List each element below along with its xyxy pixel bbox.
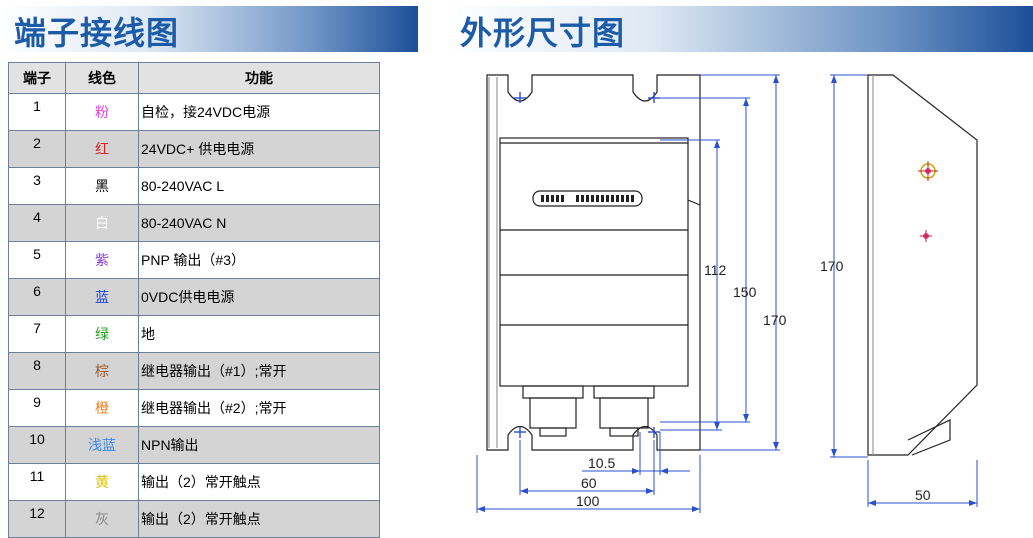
dimension-drawing-title: 外形尺寸图 [460,14,626,52]
header-terminal: 端子 [8,62,66,94]
terminal-number: 3 [8,167,66,205]
terminal-function: 24VDC+ 供电电源 [138,130,380,168]
terminal-number: 10 [8,426,66,464]
wire-color: 黑 [65,167,139,205]
wire-color: 棕 [65,352,139,390]
terminal-function: 0VDC供电电源 [138,278,380,316]
wire-color: 浅蓝 [65,426,139,464]
wire-color: 红 [65,130,139,168]
dimension-drawing-banner: 外形尺寸图 [444,6,1033,52]
terminal-function: 继电器输出（#1）;常开 [138,352,380,390]
terminal-function: 输出（2）常开触点 [138,463,380,501]
dim-label-170-front: 170 [763,312,787,328]
terminal-number: 5 [8,241,66,279]
wire-color: 粉 [65,93,139,131]
wiring-diagram-banner: 端子接线图 [0,6,418,52]
dim-label-10-5: 10.5 [588,455,615,471]
terminal-number: 1 [8,93,66,131]
dimension-arrowheads [477,75,977,512]
terminal-number: 6 [8,278,66,316]
terminal-number: 2 [8,130,66,168]
wire-color: 蓝 [65,278,139,316]
wire-color: 黄 [65,463,139,501]
terminal-function: 80-240VAC N [138,204,380,242]
terminal-function: PNP 输出（#3） [138,241,380,279]
side-view-outline [867,74,978,456]
terminal-number: 11 [8,463,66,501]
side-view-mounting-marks [918,161,938,242]
header-function: 功能 [138,62,380,94]
dim-label-150: 150 [733,284,757,300]
display-segments [541,195,634,202]
dimension-labels: 112 150 170 170 10.5 60 100 50 [576,258,931,509]
wire-color: 绿 [65,315,139,353]
front-view-outline [486,74,701,451]
dim-label-100: 100 [576,493,600,509]
dim-label-50: 50 [915,487,931,503]
terminal-number: 7 [8,315,66,353]
mounting-hole-marks [514,92,660,438]
terminal-function: 80-240VAC L [138,167,380,205]
dimension-lines [476,74,978,513]
terminal-number: 4 [8,204,66,242]
table-header-row: 端子 线色 功能 [8,62,380,94]
wiring-diagram-title: 端子接线图 [14,14,180,52]
dim-label-112: 112 [704,262,727,278]
dim-label-60: 60 [581,475,597,491]
dim-label-170-side: 170 [820,258,844,274]
